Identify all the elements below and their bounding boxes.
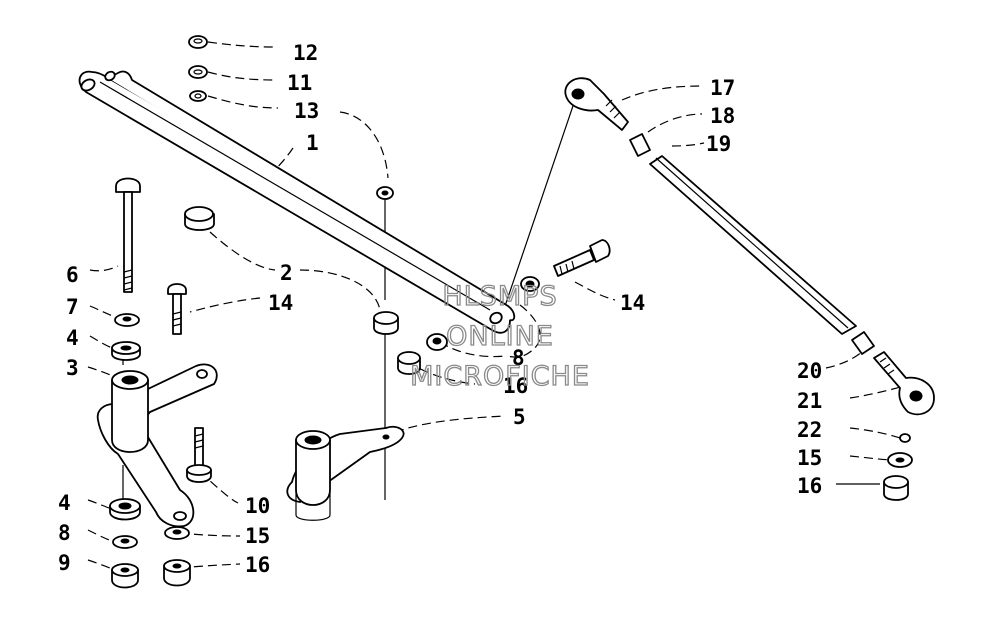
callout-22: 22 (797, 418, 822, 442)
callout-15-lower-left: 15 (245, 524, 270, 548)
callout-labels: 12 11 13 1 6 2 7 14 4 3 8 16 5 10 4 8 15… (58, 41, 822, 577)
callout-2: 2 (280, 261, 293, 285)
lower-right-fasteners (883, 433, 913, 501)
lower-mid-washers (163, 526, 191, 587)
callout-8-middle: 8 (512, 346, 525, 370)
callout-4-lower: 4 (58, 491, 71, 515)
callout-8-lower: 8 (58, 521, 71, 545)
callout-15-right: 15 (797, 446, 822, 470)
callout-7: 7 (66, 295, 79, 319)
tie-rod-end-upper (564, 77, 629, 131)
bushings (184, 186, 399, 335)
callout-11: 11 (287, 71, 312, 95)
middle-fasteners (397, 276, 540, 375)
jam-nut-upper (629, 133, 651, 157)
top-washers (188, 35, 208, 102)
callout-17: 17 (710, 76, 735, 100)
callout-9: 9 (58, 551, 71, 575)
callout-5: 5 (513, 405, 526, 429)
callout-13: 13 (294, 99, 319, 123)
callout-16-right: 16 (797, 474, 822, 498)
callout-6: 6 (66, 263, 79, 287)
callout-3: 3 (66, 356, 79, 380)
callout-19: 19 (706, 132, 731, 156)
watermark-line-3: MICROFICHE (410, 361, 590, 392)
callout-4-upper: 4 (66, 326, 79, 350)
callout-16-lower-left: 16 (245, 553, 270, 577)
pitman-arm (96, 363, 218, 528)
lower-left-stack (109, 498, 141, 589)
callout-21: 21 (797, 389, 822, 413)
steering-arm (286, 425, 405, 521)
bolt-6 (115, 177, 141, 293)
washers-upper-left (111, 313, 141, 361)
callout-18: 18 (710, 104, 735, 128)
tie-rod-tube (649, 155, 857, 335)
drag-link-arm (78, 70, 516, 334)
bolt-10 (186, 427, 212, 483)
callout-10: 10 (245, 494, 270, 518)
callout-16-middle: 16 (503, 374, 528, 398)
bolt-14-left (167, 283, 187, 335)
callout-1: 1 (306, 131, 319, 155)
callout-12: 12 (293, 41, 318, 65)
callout-20: 20 (797, 359, 822, 383)
callout-14-left: 14 (268, 291, 293, 315)
bolt-14-right (553, 239, 611, 277)
tie-rod-end-lower (873, 351, 935, 416)
callout-14-right: 14 (620, 291, 645, 315)
watermark-line-2: ONLINE (446, 321, 554, 352)
watermark-line-1: HLSMPS (442, 281, 557, 312)
jam-nut-lower (851, 331, 875, 355)
watermark: HLSMPS ONLINE MICROFICHE (409, 280, 590, 392)
